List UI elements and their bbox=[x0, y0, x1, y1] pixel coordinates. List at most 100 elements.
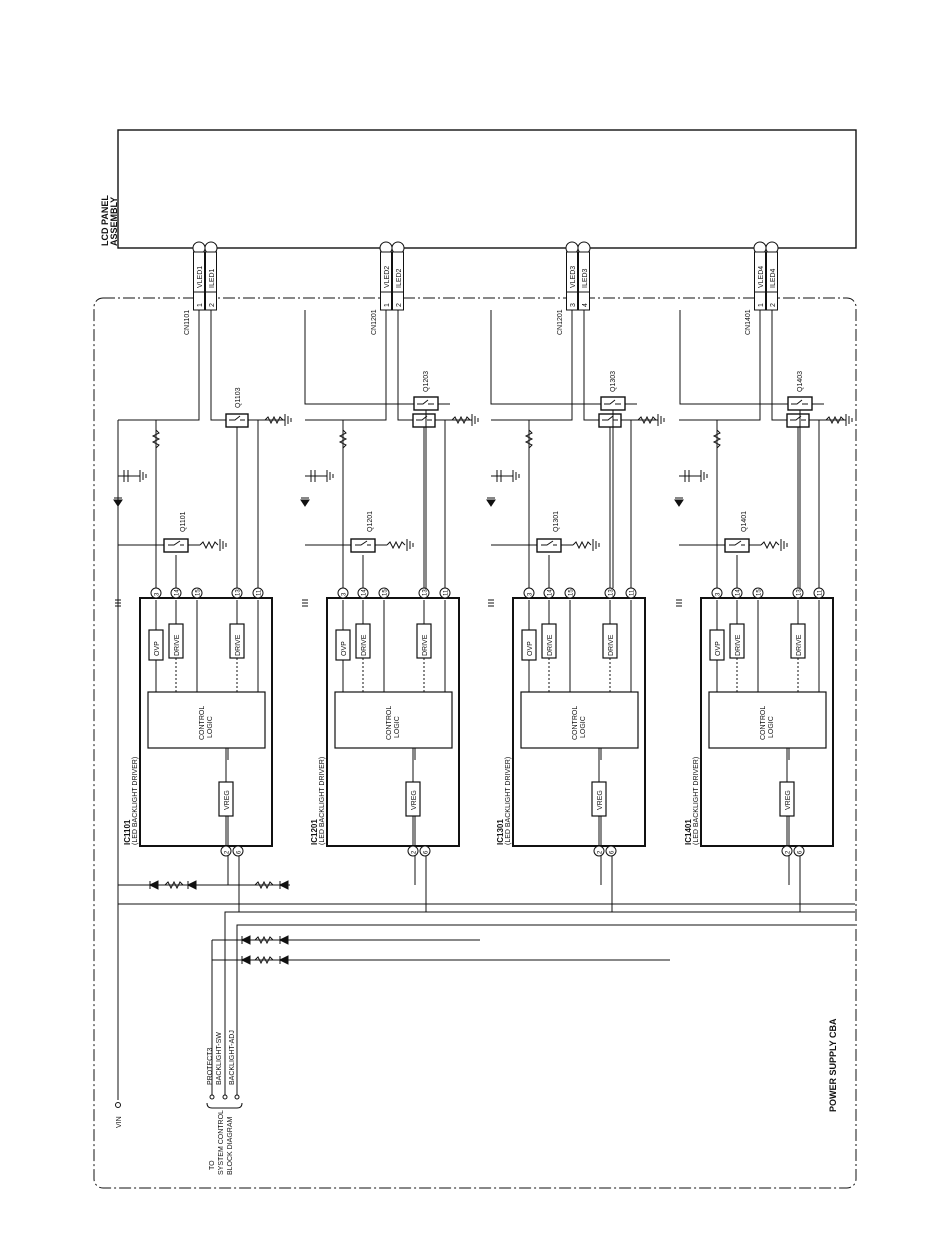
connector-pin bbox=[766, 251, 778, 311]
ic-pin-number: 13 bbox=[797, 589, 803, 596]
ic-pin-number: 15 bbox=[569, 589, 575, 596]
ic-pin-number: 2 bbox=[412, 850, 418, 854]
ic-pin-number: 3 bbox=[528, 592, 534, 596]
transistor-label-ovp: Q1101 bbox=[180, 511, 187, 532]
connector-pin bbox=[578, 251, 590, 311]
ic-pin-bottom bbox=[220, 845, 232, 857]
ic-box bbox=[326, 597, 460, 847]
connector-pin-signal: VLED2 bbox=[384, 266, 391, 288]
connector-pin bbox=[205, 251, 217, 311]
control-label-backlight-sw: BACKLIGHT-SW bbox=[216, 1032, 223, 1085]
control-logic-block bbox=[147, 691, 266, 749]
ovp-label: OVP bbox=[341, 641, 348, 656]
ic-pin-number: 2 bbox=[225, 850, 231, 854]
ic-pin-bottom bbox=[407, 845, 419, 857]
connector-pin-number: 3 bbox=[570, 303, 577, 307]
ic-pin-number: 3 bbox=[716, 592, 722, 596]
ic-pin-number: 11 bbox=[818, 589, 824, 596]
control-logic-label: CONTROL bbox=[386, 706, 393, 740]
ic-pin-top bbox=[813, 587, 825, 599]
connector-pin-signal: ILED3 bbox=[582, 268, 589, 288]
control-logic-label-2: LOGIC bbox=[207, 716, 214, 738]
connector-pin-number: 1 bbox=[384, 303, 391, 307]
control-logic-label: CONTROL bbox=[199, 706, 206, 740]
transistor-label-ovp: Q1401 bbox=[741, 511, 748, 532]
ic-pin-number: 6 bbox=[424, 850, 430, 854]
connector-pin bbox=[566, 251, 578, 311]
control-logic-label-2: LOGIC bbox=[768, 716, 775, 738]
ic-pin-number: 3 bbox=[155, 592, 161, 596]
ic-description: (LED BACKLIGHT DRIVER) bbox=[693, 757, 700, 845]
ic-pin-number: 11 bbox=[257, 589, 263, 596]
ic-pin-top bbox=[543, 587, 555, 599]
transistor-label-led: Q1103 bbox=[235, 387, 242, 408]
connector-pin-number: 2 bbox=[396, 303, 403, 307]
connector-pin-number: 2 bbox=[209, 303, 216, 307]
ic-pin-top bbox=[418, 587, 430, 599]
vreg-label: VREG bbox=[597, 790, 604, 810]
ic-pin-number: 6 bbox=[237, 850, 243, 854]
ovp-block bbox=[521, 629, 537, 661]
transistor-label-led: Q1403 bbox=[797, 371, 804, 392]
ic-pin-top bbox=[752, 587, 764, 599]
ic-box bbox=[512, 597, 646, 847]
connector-pin-number: 1 bbox=[197, 303, 204, 307]
ic-pin-number: 14 bbox=[362, 589, 368, 596]
ic-pin-number: 13 bbox=[423, 589, 429, 596]
ic-pin-top bbox=[523, 587, 535, 599]
drive-label-2: DRIVE bbox=[796, 634, 803, 656]
connector-pin-signal: ILED4 bbox=[770, 268, 777, 288]
transistor-label-led: Q1303 bbox=[610, 371, 617, 392]
transistor-label-ovp: Q1201 bbox=[367, 511, 374, 532]
ic-pin-number: 14 bbox=[736, 589, 742, 596]
connector-pin bbox=[380, 251, 392, 311]
connector-label: CN1101 bbox=[184, 310, 191, 335]
ic-pin-number: 15 bbox=[757, 589, 763, 596]
vin-label: VIN bbox=[116, 1116, 123, 1128]
ic-description: (LED BACKLIGHT DRIVER) bbox=[505, 757, 512, 845]
connector-pin-signal: VLED1 bbox=[197, 266, 204, 288]
ic-pin-bottom bbox=[605, 845, 617, 857]
ic-pin-top bbox=[252, 587, 264, 599]
connector-pin bbox=[754, 251, 766, 311]
ic-pin-top bbox=[604, 587, 616, 599]
connector-pin-number: 2 bbox=[770, 303, 777, 307]
drive-label: DRIVE bbox=[174, 634, 181, 656]
ovp-block bbox=[148, 629, 164, 661]
ic-pin-top bbox=[378, 587, 390, 599]
input-labels: VIN PROTECT3 BACKLIGHT-SW BACKLIGHT-ADJ … bbox=[115, 1030, 243, 1175]
ic-box bbox=[700, 597, 834, 847]
bus-wiring bbox=[117, 420, 855, 1100]
control-logic-block bbox=[520, 691, 639, 749]
ic-pin-number: 15 bbox=[383, 589, 389, 596]
ic-pin-number: 2 bbox=[598, 850, 604, 854]
ic-pin-top bbox=[150, 587, 162, 599]
ic-pin-number: 14 bbox=[548, 589, 554, 596]
ic-pin-number: 11 bbox=[444, 589, 450, 596]
ic-label: IC1201 bbox=[310, 819, 319, 845]
connector-pin bbox=[392, 251, 404, 311]
drive-label: DRIVE bbox=[361, 634, 368, 656]
ic-pin-bottom bbox=[419, 845, 431, 857]
control-logic-label-2: LOGIC bbox=[394, 716, 401, 738]
ovp-label: OVP bbox=[527, 641, 534, 656]
board-title: POWER SUPPLY CBA bbox=[828, 1018, 838, 1112]
transistor-label-ovp: Q1301 bbox=[553, 511, 560, 532]
transistor-label-led: Q1203 bbox=[423, 371, 430, 392]
ic-pin-bottom bbox=[793, 845, 805, 857]
control-label-protect: PROTECT3 bbox=[207, 1048, 214, 1085]
ic-pin-top bbox=[170, 587, 182, 599]
ic-description: (LED BACKLIGHT DRIVER) bbox=[132, 757, 139, 845]
ovp-label: OVP bbox=[715, 641, 722, 656]
control-logic-label: CONTROL bbox=[760, 706, 767, 740]
connector-pin-number: 1 bbox=[758, 303, 765, 307]
ic-pin-top bbox=[564, 587, 576, 599]
vreg-label: VREG bbox=[224, 790, 231, 810]
lcd-panel-title-2: ASSEMBLY bbox=[109, 197, 119, 246]
ic-box bbox=[139, 597, 273, 847]
ic-pin-top bbox=[337, 587, 349, 599]
ic-pin-top bbox=[191, 587, 203, 599]
